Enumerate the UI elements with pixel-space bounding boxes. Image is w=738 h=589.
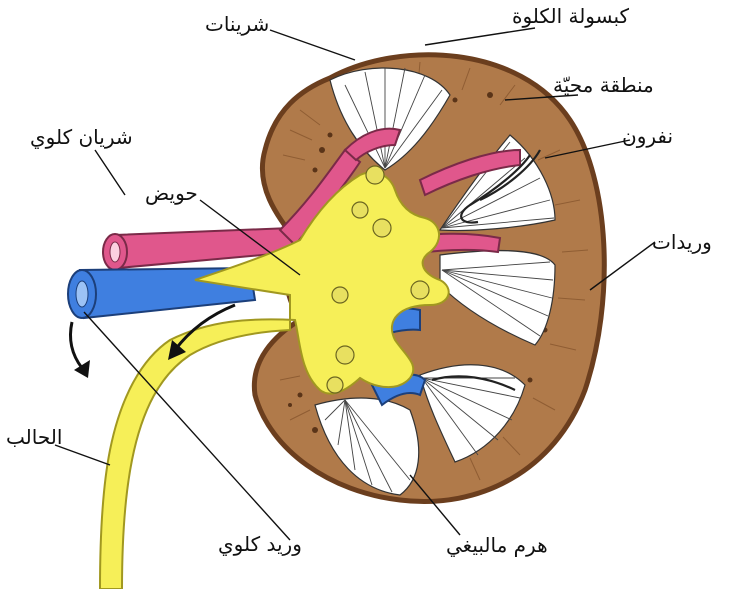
label-venules: وريدات (652, 232, 712, 252)
label-arterioles: شرينات (205, 14, 269, 34)
leader-capsule (425, 28, 535, 45)
label-cortex: منطقة محيّة (553, 75, 654, 95)
vein-flow-arrow (70, 322, 82, 368)
leader-ureter (55, 445, 110, 465)
label-malpighian-pyramid: هرم مالبيغي (446, 535, 548, 555)
label-ureter: الحالب (6, 427, 62, 447)
leader-arterioles (270, 30, 355, 60)
leader-artery (95, 150, 125, 195)
label-renal-pelvis: حويض (145, 183, 198, 203)
label-renal-artery: شريان كلوي (30, 127, 133, 147)
renal-vein-lumen (76, 281, 88, 307)
vein-arrowhead (74, 360, 90, 378)
label-nephron: نفرون (622, 126, 673, 146)
renal-artery-lumen (110, 242, 120, 262)
label-renal-vein: وريد كلوي (218, 534, 302, 554)
label-kidney-capsule: كبسولة الكلوة (512, 6, 629, 26)
